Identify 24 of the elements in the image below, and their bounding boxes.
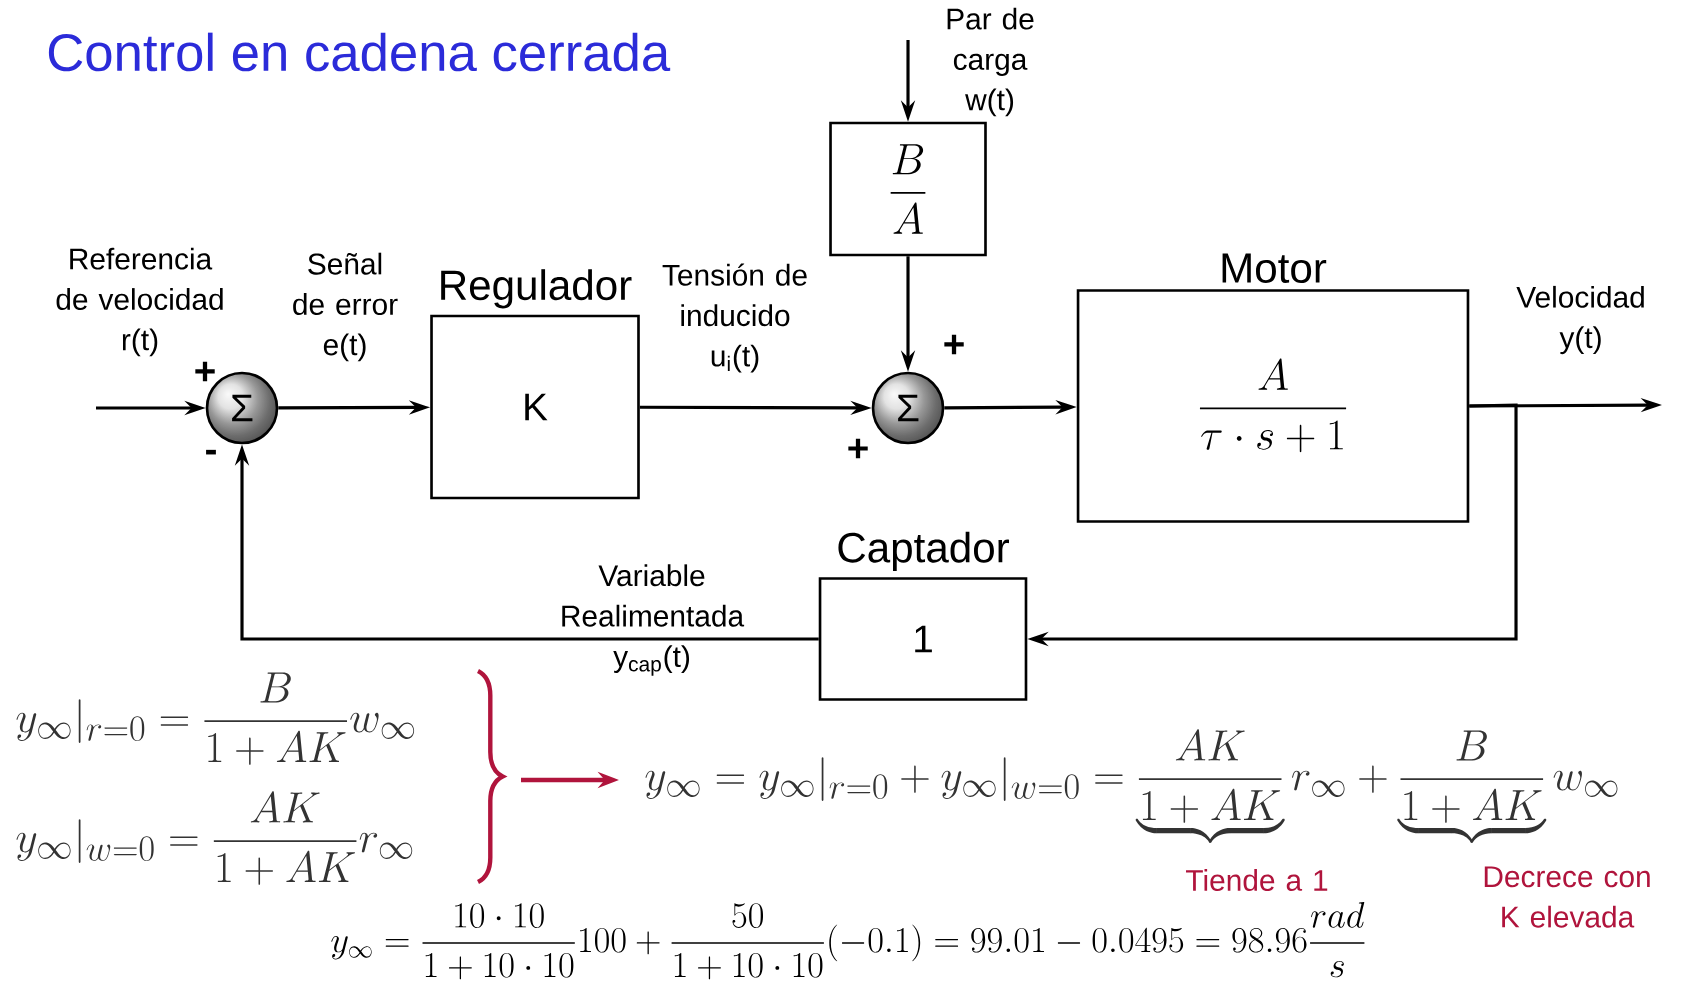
block-heading: Captador: [838, 531, 1009, 571]
sign-label: -: [206, 449, 216, 455]
signal-label: Tensión de inducido u$_{i}$(t): [662, 263, 807, 373]
equation: $y_\infty|_{w=0} = \frac{AK}{1+AK}r_\infty$: [16, 791, 413, 885]
sign-label: +: [944, 334, 964, 355]
equation: $y_\infty = y_\infty|_{r=0} + y_\infty|_{w=0} = \underbrace{\frac{AK}{1+AK}}r_\infty + \underbrace{\frac{B}{1+AK}}w_\infty$: [645, 729, 1618, 843]
block-box: $\frac{A}{\tau\cdot s+1}$: [1076, 289, 1470, 523]
title: Control en cadena cerrada: [48, 32, 671, 72]
block-box: $\frac{B}{A}$: [829, 121, 987, 257]
signal-label: Variable Realimentada y$_{cap}$(t): [562, 564, 745, 676]
signal-label: Velocidad y(t): [1516, 285, 1644, 355]
brace-note: Decrece con K elevada: [1484, 866, 1650, 928]
block-heading: Motor: [1222, 253, 1327, 283]
brace-note: Tiende a 1: [1186, 869, 1328, 891]
summing-junction: Σ: [871, 371, 945, 445]
signal-label: Señal de error e(t): [293, 252, 398, 362]
signal-label: Referencia de velocidad r(t): [56, 247, 223, 357]
sign-label: +: [848, 438, 868, 459]
block-heading: Regulador: [441, 269, 632, 309]
equation: $y_\infty = \frac{10\cdot 10}{1+10\cdot 10}100+\frac{50}{1+10\cdot 10}(-0.1) = 99.01-0.0495 = 98.96\frac{rad}{s}$: [331, 902, 1365, 980]
equation: $y_\infty|_{r=0} = \frac{B}{1+AK}w_\infty$: [16, 672, 415, 765]
block-box: K: [430, 314, 640, 500]
block-box: 1: [818, 577, 1028, 701]
signal-label: Par de carga w(t): [947, 7, 1034, 117]
